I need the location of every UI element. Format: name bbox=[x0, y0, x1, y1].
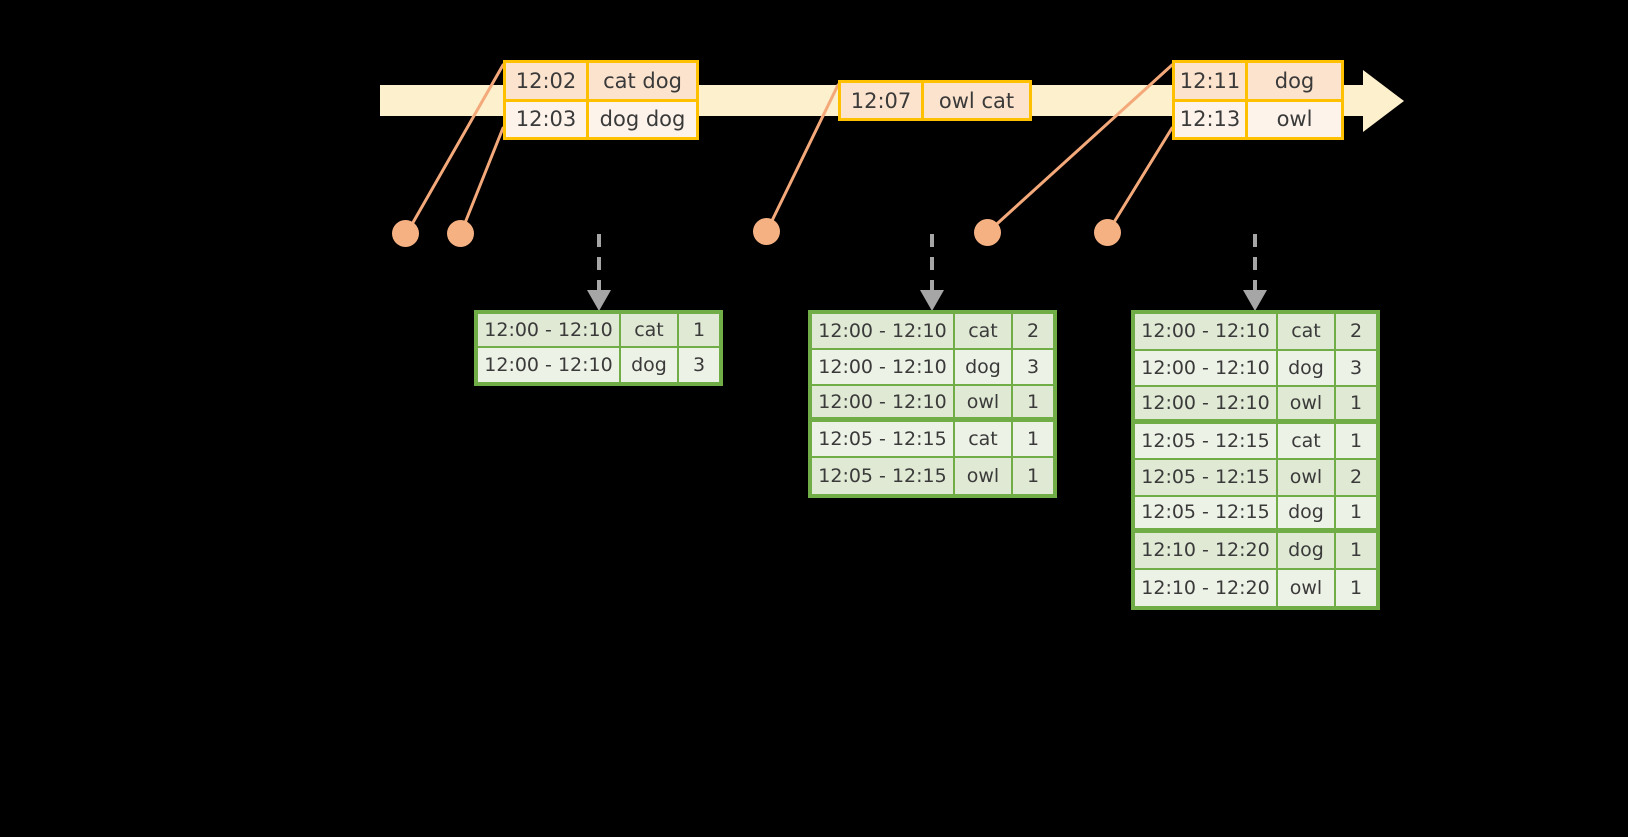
cell-count: 3 bbox=[1026, 356, 1040, 378]
cell-word: dog bbox=[1278, 350, 1336, 385]
cell-count: 1 bbox=[1349, 429, 1363, 452]
table-row: 12:00 - 12:10 dog 3 bbox=[478, 348, 719, 382]
cell-word: cat bbox=[1278, 423, 1336, 459]
event-time: 12:11 bbox=[1175, 63, 1248, 99]
table-row: 12:10 - 12:20 dog 1 bbox=[1135, 533, 1376, 570]
cell-word: owl bbox=[955, 386, 1013, 418]
cell-count: 2 bbox=[1349, 320, 1363, 343]
cell-word: cat bbox=[1278, 314, 1336, 349]
event-group-right: 12:11 dog 12:13 owl bbox=[1172, 60, 1344, 140]
event-time: 12:02 bbox=[506, 63, 589, 99]
cell-window: 12:05 - 12:15 bbox=[1135, 423, 1278, 459]
event-words: owl cat bbox=[938, 88, 1015, 113]
cell-window: 12:00 - 12:10 bbox=[812, 386, 955, 418]
cell-count: 2 bbox=[1026, 320, 1040, 342]
event-row: 12:03 dog dog bbox=[506, 98, 696, 137]
cell-word: cat bbox=[621, 314, 679, 347]
cell-word: dog bbox=[1278, 496, 1336, 529]
cell-word: cat bbox=[955, 314, 1013, 348]
event-words: cat dog bbox=[603, 68, 682, 93]
cell-count: 2 bbox=[1349, 466, 1363, 489]
result-table-3: 12:00 - 12:10 cat 2 12:00 - 12:10 dog 3 … bbox=[1131, 310, 1380, 610]
event-group-left: 12:02 cat dog 12:03 dog dog bbox=[503, 60, 699, 140]
cell-window: 12:05 - 12:15 bbox=[1135, 460, 1278, 495]
flow-arrow-head-2 bbox=[920, 290, 944, 311]
cell-word: owl bbox=[1278, 460, 1336, 495]
table-row: 12:00 - 12:10 dog 3 bbox=[1135, 350, 1376, 387]
cell-window: 12:05 - 12:15 bbox=[812, 458, 955, 495]
cell-window: 12:00 - 12:10 bbox=[1135, 387, 1278, 419]
cell-count: 1 bbox=[1349, 576, 1363, 599]
cell-word: dog bbox=[955, 350, 1013, 384]
cell-window: 12:00 - 12:10 bbox=[1135, 314, 1278, 349]
event-time: 12:07 bbox=[841, 83, 924, 118]
table-row: 12:05 - 12:15 cat 1 bbox=[1135, 423, 1376, 461]
event-time: 12:03 bbox=[506, 101, 589, 137]
leader-line-2 bbox=[459, 126, 505, 235]
cell-word: dog bbox=[621, 348, 679, 382]
result-table-1: 12:00 - 12:10 cat 1 12:00 - 12:10 dog 3 bbox=[474, 310, 723, 386]
event-group-middle: 12:07 owl cat bbox=[838, 80, 1032, 121]
cell-word: dog bbox=[1278, 533, 1336, 568]
cell-window: 12:00 - 12:10 bbox=[1135, 350, 1278, 385]
cell-word: owl bbox=[955, 458, 1013, 495]
cell-word: owl bbox=[1278, 569, 1336, 607]
event-row: 12:07 owl cat bbox=[841, 83, 1029, 118]
event-row: 12:13 owl bbox=[1175, 98, 1341, 137]
table-row: 12:05 - 12:15 owl 2 bbox=[1135, 460, 1376, 497]
table-row: 12:00 - 12:10 cat 2 bbox=[1135, 314, 1376, 351]
event-dot-4 bbox=[974, 219, 1001, 246]
event-dot-1 bbox=[392, 220, 419, 247]
cell-window: 12:00 - 12:10 bbox=[812, 314, 955, 348]
event-time: 12:13 bbox=[1175, 101, 1248, 137]
table-row: 12:05 - 12:15 owl 1 bbox=[812, 458, 1053, 495]
event-dot-3 bbox=[753, 218, 780, 245]
cell-window: 12:10 - 12:20 bbox=[1135, 569, 1278, 607]
table-row: 12:00 - 12:10 dog 3 bbox=[812, 350, 1053, 386]
flow-arrow-head-1 bbox=[587, 290, 611, 311]
cell-window: 12:00 - 12:10 bbox=[812, 350, 955, 384]
cell-window: 12:00 - 12:10 bbox=[478, 314, 621, 347]
cell-count: 1 bbox=[1349, 391, 1363, 414]
table-row: 12:00 - 12:10 cat 2 bbox=[812, 314, 1053, 350]
cell-window: 12:05 - 12:15 bbox=[1135, 496, 1278, 529]
timeline-arrow-head bbox=[1363, 70, 1404, 132]
result-table-2: 12:00 - 12:10 cat 2 12:00 - 12:10 dog 3 … bbox=[808, 310, 1057, 498]
event-dot-5 bbox=[1094, 219, 1121, 246]
cell-count: 1 bbox=[1026, 428, 1040, 451]
cell-word: cat bbox=[955, 422, 1013, 457]
cell-word: owl bbox=[1278, 387, 1336, 419]
cell-count: 1 bbox=[1026, 465, 1040, 488]
cell-count: 1 bbox=[1349, 539, 1363, 562]
table-row: 12:05 - 12:15 cat 1 bbox=[812, 422, 1053, 459]
cell-window: 12:05 - 12:15 bbox=[812, 422, 955, 457]
cell-count: 1 bbox=[692, 319, 706, 342]
leader-line-5 bbox=[1106, 126, 1174, 234]
cell-count: 1 bbox=[1349, 501, 1363, 524]
table-row: 12:05 - 12:15 dog 1 bbox=[1135, 496, 1376, 534]
cell-count: 1 bbox=[1026, 390, 1040, 413]
table-row: 12:00 - 12:10 cat 1 bbox=[478, 314, 719, 349]
table-row: 12:10 - 12:20 owl 1 bbox=[1135, 569, 1376, 607]
flow-arrow-head-3 bbox=[1243, 290, 1267, 311]
cell-window: 12:10 - 12:20 bbox=[1135, 533, 1278, 568]
cell-window: 12:00 - 12:10 bbox=[478, 348, 621, 382]
table-row: 12:00 - 12:10 owl 1 bbox=[1135, 387, 1376, 424]
event-words: owl bbox=[1276, 107, 1313, 132]
cell-count: 3 bbox=[1349, 356, 1363, 379]
event-words: dog bbox=[1274, 68, 1315, 93]
cell-count: 3 bbox=[692, 354, 706, 377]
event-dot-2 bbox=[447, 220, 474, 247]
event-row: 12:02 cat dog bbox=[506, 63, 696, 99]
table-row: 12:00 - 12:10 owl 1 bbox=[812, 386, 1053, 423]
event-row: 12:11 dog bbox=[1175, 63, 1341, 99]
event-words: dog dog bbox=[599, 107, 686, 132]
